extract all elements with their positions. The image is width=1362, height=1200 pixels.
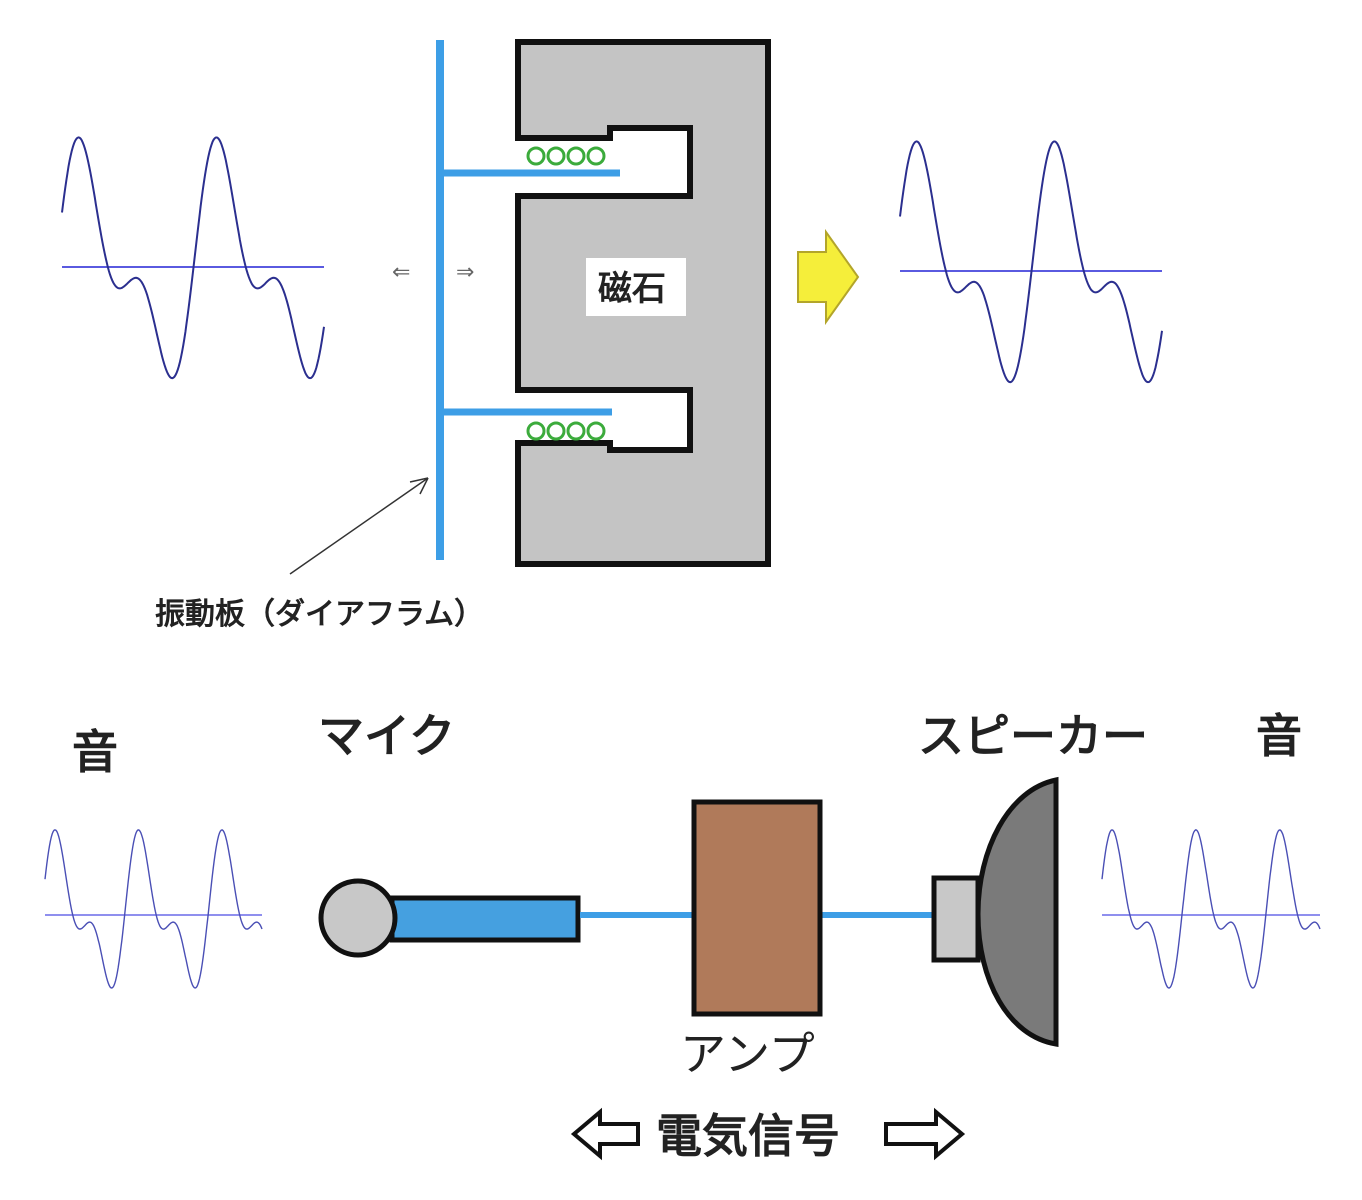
waveform-curve (61, 136, 325, 380)
coil-lower (526, 421, 606, 441)
right-motion-arrow: ⇒ (456, 260, 474, 285)
magnet-label: 磁石 (598, 269, 666, 309)
coil-upper (526, 146, 606, 166)
speaker-icon (931, 776, 1059, 1047)
speaker-cone (975, 776, 1059, 1047)
signal-right-arrow-icon (884, 1107, 966, 1161)
diaphragm (436, 40, 620, 560)
diaphragm-pointer (289, 477, 429, 575)
left-motion-arrow: ⇐ (392, 260, 410, 285)
signal-label: 電気信号 (656, 1109, 840, 1163)
signal-left-arrow-icon (570, 1107, 640, 1161)
microphone-label: マイク (318, 709, 455, 763)
magnet-label-bg (586, 258, 686, 316)
amplifier-box (691, 799, 823, 1017)
sound-output-label: 音 (1256, 709, 1302, 763)
waveform-curve (1101, 829, 1321, 989)
output-waveform-bottom (1101, 829, 1321, 989)
output-waveform-top (899, 140, 1163, 384)
microphone-body (389, 895, 581, 943)
speaker-label: スピーカー (918, 709, 1148, 763)
waveform-curve (44, 829, 263, 989)
microphone-head (318, 878, 398, 958)
output-arrow-icon (797, 228, 860, 326)
input-waveform-bottom (44, 829, 263, 989)
speaker-magnet (931, 875, 981, 963)
microphone-icon (318, 878, 581, 958)
diaphragm-label: 振動板（ダイアフラム） (155, 597, 484, 632)
amplifier-label: アンプ (680, 1027, 815, 1081)
input-waveform-top (61, 136, 325, 380)
sound-input-label: 音 (72, 725, 118, 779)
waveform-curve (899, 140, 1163, 384)
